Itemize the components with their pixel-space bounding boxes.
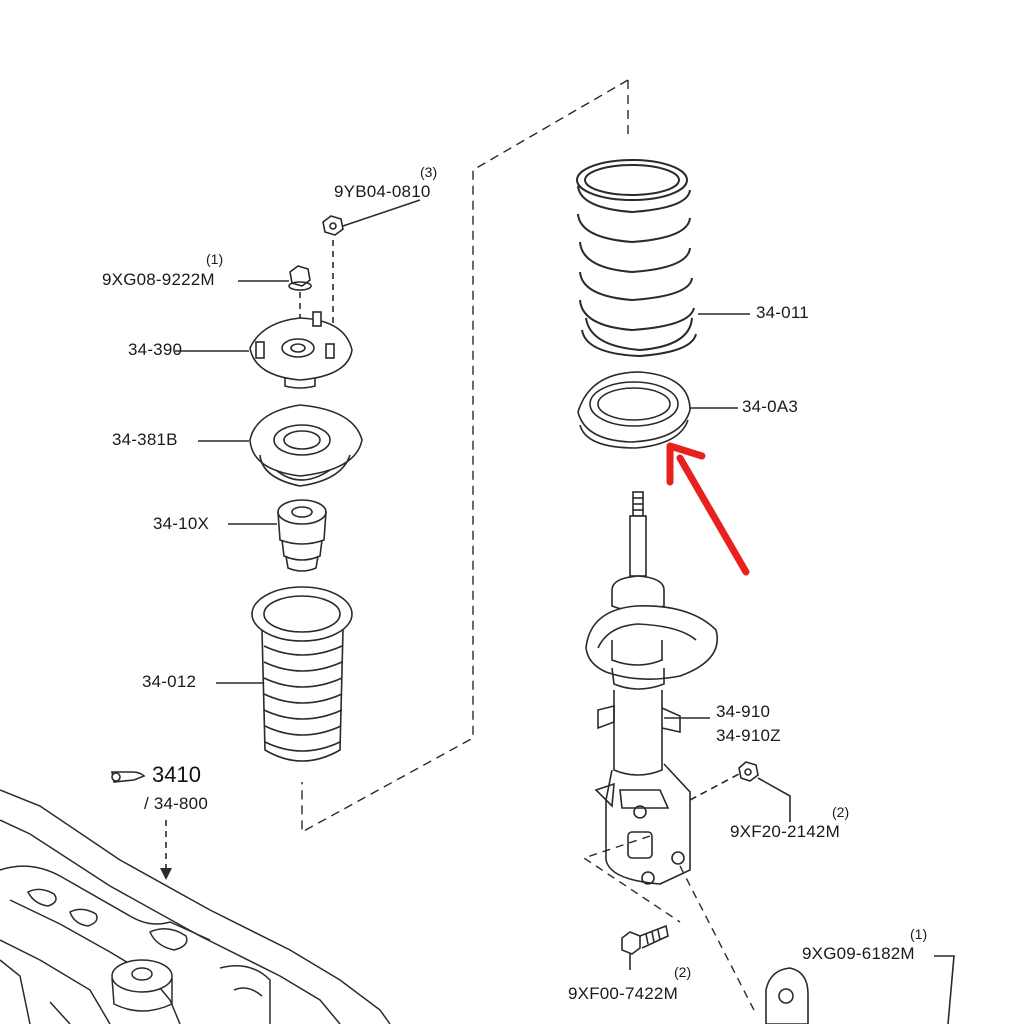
qty-strut-bolt: (2) [674, 964, 692, 980]
coil-spring [576, 159, 750, 358]
reference-subsection: / 34-800 [144, 794, 208, 813]
part-label-strut-nut[interactable]: 9XF20-2142M [730, 822, 840, 841]
flange-nut-center [238, 265, 312, 340]
part-label-dust-boot[interactable]: 34-012 [142, 672, 197, 691]
strut-bolt-dashed [582, 835, 757, 1015]
reference-section[interactable]: 3410 [152, 762, 201, 787]
part-label-link-nut[interactable]: 9XG09-6182M [802, 944, 915, 963]
stabilizer-link-bushing [765, 955, 955, 1024]
dust-boot [216, 586, 353, 762]
part-label-coil-spring[interactable]: 34-011 [756, 303, 809, 322]
assembly-dashed-outline [301, 79, 629, 834]
part-label-nut-center[interactable]: 9XG08-9222M [102, 270, 215, 289]
highlight-arrow [666, 442, 750, 576]
top-mount [175, 311, 353, 389]
spring-seat [577, 371, 738, 449]
qty-strut-nut: (2) [832, 804, 850, 820]
part-label-top-mount[interactable]: 34-390 [128, 340, 183, 359]
part-label-strut-bolt[interactable]: 9XF00-7422M [568, 984, 678, 1003]
subframe-member [0, 789, 391, 1024]
part-label-strut-alt[interactable]: 34-910Z [716, 726, 781, 745]
part-label-spring-seat[interactable]: 34-0A3 [742, 397, 799, 416]
qty-nut-top: (3) [420, 164, 438, 180]
part-label-strut[interactable]: 34-910 [716, 702, 771, 721]
qty-link-nut: (1) [910, 926, 928, 942]
strut-bolt [621, 924, 669, 970]
reference-arrow [111, 771, 172, 880]
strut-assembly [585, 491, 718, 885]
part-label-bump-stop[interactable]: 34-10X [153, 514, 210, 533]
part-label-mount-bearing[interactable]: 34-381B [112, 430, 178, 449]
strut-nut [689, 761, 791, 822]
part-label-nut-top[interactable]: 9YB04-0810 [334, 182, 431, 201]
bump-stop [228, 499, 327, 572]
qty-nut-center: (1) [206, 251, 224, 267]
mount-bearing [198, 404, 363, 487]
